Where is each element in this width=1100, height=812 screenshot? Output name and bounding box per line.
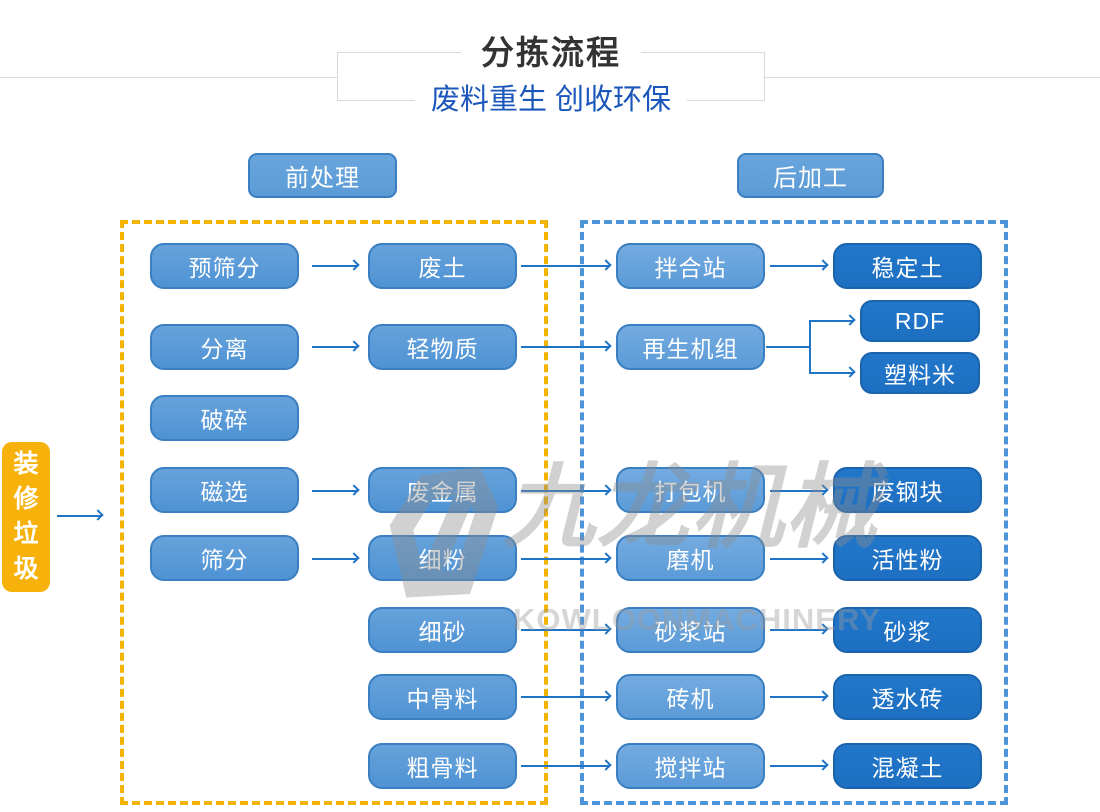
node-scrap-steel-block: 废钢块: [833, 467, 982, 513]
arrow-wastesoil-mixingstation: [521, 265, 610, 267]
arrow-magnetic-scrapmetal: [312, 490, 358, 492]
node-medium-aggregate: 中骨料: [368, 674, 517, 720]
node-plastic-pellets: 塑料米: [860, 352, 980, 394]
header-box: 分拣流程 废料重生 创收环保: [337, 34, 765, 117]
arrow-recyclingunit-plasticpellets: [810, 372, 854, 374]
node-mortar-station: 砂浆站: [616, 607, 765, 653]
node-active-powder: 活性粉: [833, 535, 982, 581]
node-separation: 分离: [150, 324, 299, 370]
pre-processing-zone: [120, 220, 548, 805]
node-waste-soil: 废土: [368, 243, 517, 289]
arrow-brickmachine-permeablebrick: [770, 696, 827, 698]
arrow-scrapmetal-baler: [521, 490, 610, 492]
arrow-mortarstation-mortar: [770, 629, 827, 631]
node-crushing: 破碎: [150, 395, 299, 441]
arrow-batchingstation-concrete: [770, 765, 827, 767]
node-batching-station: 搅拌站: [616, 743, 765, 789]
badge-pre-processing: 前处理: [248, 153, 397, 198]
arrow-finesand-mortarstation: [521, 629, 610, 631]
post-processing-zone: [580, 220, 1008, 805]
arrow-source-to-zone: [57, 515, 102, 517]
node-baler: 打包机: [616, 467, 765, 513]
node-mill: 磨机: [616, 535, 765, 581]
arrow-mediumaggregate-brickmachine: [521, 696, 610, 698]
arrow-screening-finepowder: [312, 558, 358, 560]
node-magnetic-separation: 磁选: [150, 467, 299, 513]
node-recycling-unit: 再生机组: [616, 324, 765, 370]
node-coarse-aggregate: 粗骨料: [368, 743, 517, 789]
arrow-baler-scrapsteel: [770, 490, 827, 492]
node-stabilized-soil: 稳定土: [833, 243, 982, 289]
node-pre-screening: 预筛分: [150, 243, 299, 289]
node-mixing-station: 拌合站: [616, 243, 765, 289]
node-light-material: 轻物质: [368, 324, 517, 370]
node-rdf: RDF: [860, 300, 980, 342]
arrow-mixingstation-stabilizedsoil: [770, 265, 827, 267]
node-permeable-brick: 透水砖: [833, 674, 982, 720]
arrow-coarseaggregate-batchingstation: [521, 765, 610, 767]
connector-recyclingunit-vertical: [809, 320, 811, 374]
node-scrap-metal: 废金属: [368, 467, 517, 513]
arrow-finepowder-mill: [521, 558, 610, 560]
arrow-recyclingunit-rdf: [810, 320, 854, 322]
node-fine-powder: 细粉: [368, 535, 517, 581]
node-screening: 筛分: [150, 535, 299, 581]
page-subtitle: 废料重生 创收环保: [414, 83, 688, 117]
arrow-mill-activepowder: [770, 558, 827, 560]
node-renovation-waste: 装修垃圾: [2, 442, 50, 592]
node-fine-sand: 细砂: [368, 607, 517, 653]
arrow-separation-lightmaterial: [312, 346, 358, 348]
connector-recyclingunit-horizontal: [766, 346, 810, 348]
arrow-lightmaterial-recyclingunit: [521, 346, 610, 348]
arrow-prescreening-wastesoil: [312, 265, 358, 267]
page-title: 分拣流程: [461, 34, 641, 72]
node-mortar: 砂浆: [833, 607, 982, 653]
node-brick-machine: 砖机: [616, 674, 765, 720]
node-concrete: 混凝土: [833, 743, 982, 789]
badge-post-processing: 后加工: [737, 153, 884, 198]
